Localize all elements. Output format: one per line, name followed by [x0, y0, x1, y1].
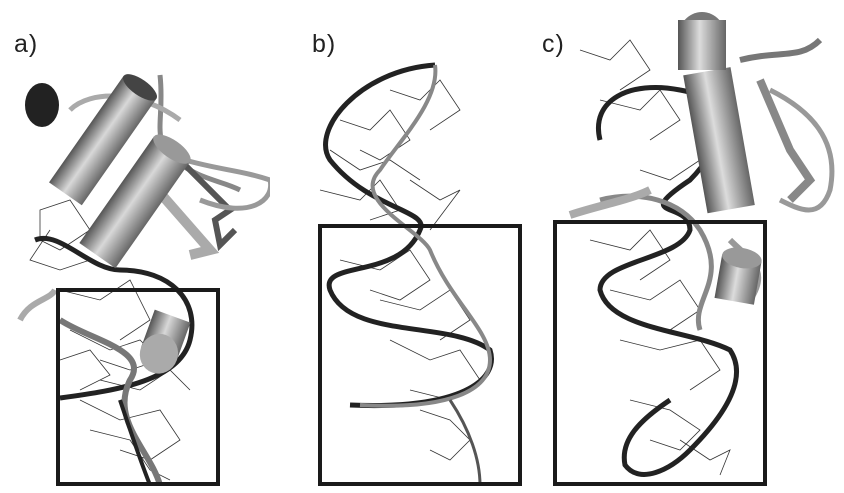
protein-dna-structure-c — [540, 0, 844, 493]
panel-a: a) — [0, 0, 270, 493]
protein-dna-structure-a — [0, 0, 270, 493]
panel-b: b) — [300, 0, 540, 493]
dna-structure-b — [300, 0, 540, 493]
panel-c: c) — [540, 0, 844, 493]
